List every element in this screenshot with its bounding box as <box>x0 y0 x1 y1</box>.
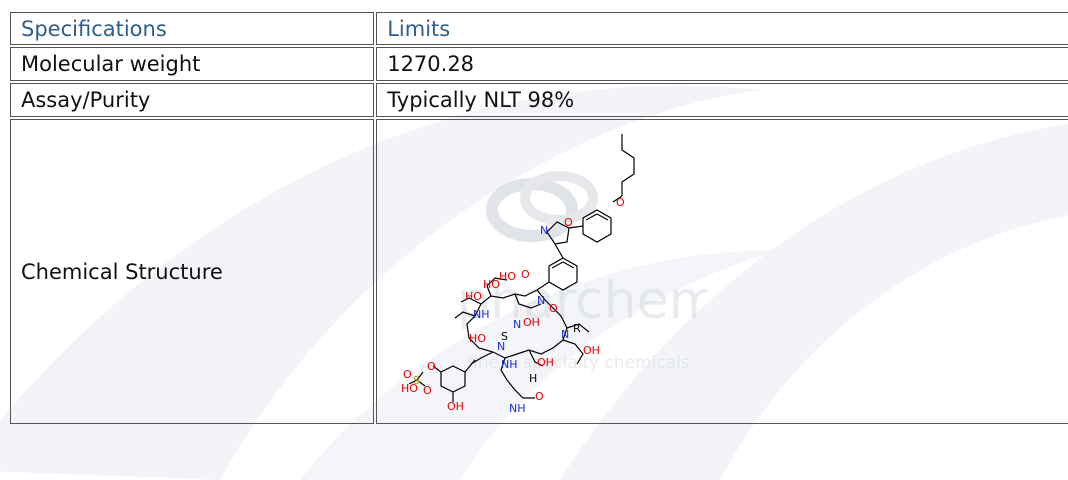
chemical-structure-image: pharchem fine & specialty chemicals <box>397 128 707 418</box>
row-label-assay-purity: Assay/Purity <box>10 83 375 117</box>
watermark-brand: pharchem <box>457 271 707 331</box>
table-header-row: Specifications Limits <box>10 12 1068 45</box>
atom-oh-3: OH <box>537 356 554 369</box>
row-value-chemical-structure: pharchem fine & specialty chemicals <box>376 119 1068 424</box>
atom-o-sulfonate-3: O <box>423 384 432 397</box>
bonds <box>408 134 635 402</box>
atom-o-sulfonate-2: O <box>427 360 436 373</box>
atom-stereo-r: R <box>573 322 581 335</box>
atom-o-2: O <box>549 302 558 315</box>
row-value-molecular-weight: 1270.28 <box>376 47 1068 81</box>
table-row: Molecular weight 1270.28 <box>10 47 1068 81</box>
atom-oh-1: OH <box>523 316 540 329</box>
atom-ho-sulfonate: HO <box>401 382 418 395</box>
row-label-molecular-weight: Molecular weight <box>10 47 375 81</box>
watermark-tagline: fine & specialty chemicals <box>467 353 690 373</box>
atom-labels: O N O HO HO O N O HO NH N OH N <box>401 196 625 415</box>
header-limits: Limits <box>376 12 1068 45</box>
atom-o-3: O <box>535 390 544 403</box>
row-label-chemical-structure: Chemical Structure <box>10 119 375 424</box>
atom-n-3: N <box>561 328 569 341</box>
table-row: Assay/Purity Typically NLT 98% <box>10 83 1068 117</box>
atom-nh: NH <box>473 308 490 321</box>
atom-o-sulfonate-1: O <box>403 368 412 381</box>
atom-nh-2: NH <box>501 358 518 371</box>
specification-table: Specifications Limits Molecular weight 1… <box>8 10 1068 426</box>
atom-n-1: N <box>537 294 545 307</box>
watermark-logo: pharchem fine & specialty chemicals <box>457 171 707 373</box>
atom-o-ether: O <box>616 196 625 209</box>
atom-stereo-s: S <box>501 330 508 343</box>
row-value-assay-purity: Typically NLT 98% <box>376 83 1068 117</box>
atom-nh-3: NH <box>509 402 526 415</box>
atom-h-1: H <box>529 372 537 385</box>
atom-n-2: N <box>513 318 521 331</box>
atom-ho-4: HO <box>469 332 486 345</box>
chemical-structure-drawing: pharchem fine & specialty chemicals <box>401 134 707 415</box>
atom-ho-3: HO <box>465 290 482 303</box>
atom-o-1: O <box>521 268 530 281</box>
atom-ho-2: HO <box>499 270 516 283</box>
atom-s-sulfonate: S <box>413 374 420 387</box>
table-row: Chemical Structure pharchem fine & speci… <box>10 119 1068 424</box>
atom-n-isoxazole: N <box>540 224 548 237</box>
atom-o-isoxazole: O <box>564 216 573 229</box>
atom-n-4: N <box>497 340 505 353</box>
header-specifications: Specifications <box>10 12 375 45</box>
atom-ho-1: HO <box>483 278 500 291</box>
atom-oh-2: OH <box>583 344 600 357</box>
atom-oh-phenol: OH <box>447 400 464 413</box>
